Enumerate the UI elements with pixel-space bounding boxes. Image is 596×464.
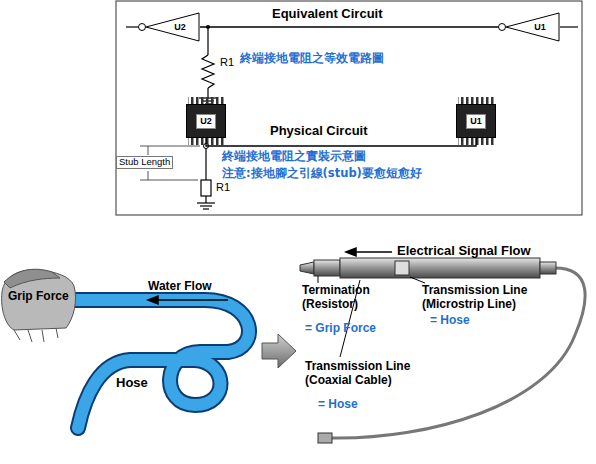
signal-flow-arrow xyxy=(346,248,356,256)
water-flow-arrow xyxy=(148,296,228,304)
signal-flow-arrow xyxy=(355,251,392,253)
probe xyxy=(340,258,540,278)
stub-length-bracket xyxy=(140,180,198,181)
physical-stub xyxy=(197,146,215,209)
probe xyxy=(300,258,585,443)
gate-label: U1 xyxy=(512,23,546,32)
resistor-symbol xyxy=(201,180,211,196)
note-text: 終端接地電阻之實裝示意圖 xyxy=(222,150,366,163)
probe xyxy=(318,433,332,443)
section-title: Equivalent Circuit xyxy=(272,7,383,22)
hose xyxy=(50,300,249,428)
probe xyxy=(300,262,314,274)
physical-stub xyxy=(203,208,209,209)
equivalent-wires xyxy=(126,26,138,27)
gate-label: U1 xyxy=(466,114,486,129)
signal-wire xyxy=(206,138,476,146)
inverter-gate: U2 xyxy=(138,12,200,42)
probe xyxy=(410,277,425,283)
equivalent-wires xyxy=(207,27,208,55)
part-label: Termination (Resistor) xyxy=(302,284,390,312)
analogy-label: Grip Force xyxy=(8,290,69,304)
inverter-gate: U1 xyxy=(498,12,560,42)
note-text: 終端接地電阻之等效電路圖 xyxy=(240,52,384,65)
inverter-triangle xyxy=(146,13,199,41)
chip-pins xyxy=(458,97,494,104)
gripping-hand xyxy=(14,328,58,342)
section-title: Physical Circuit xyxy=(270,124,368,139)
signal-wire xyxy=(200,27,498,28)
probe xyxy=(318,276,319,283)
resistor-symbol xyxy=(202,55,214,88)
physical-stub xyxy=(205,196,206,203)
wire-path xyxy=(200,26,498,27)
flow-label: Water Flow xyxy=(148,280,212,294)
probe xyxy=(540,262,556,274)
stub-length-bracket xyxy=(140,146,200,147)
physical-stub xyxy=(205,146,206,180)
gripping-hand xyxy=(4,269,60,288)
dimension-label: Stub Length xyxy=(116,156,173,169)
probe xyxy=(314,260,340,276)
analogy-label: = Grip Force xyxy=(305,322,376,336)
flow-label: Electrical Signal Flow xyxy=(397,244,531,259)
hose xyxy=(50,300,249,428)
gripping-hand xyxy=(2,270,76,330)
part-label: Transmission Line (Microstrip Line) xyxy=(422,284,552,312)
water-flow-arrow xyxy=(156,299,228,301)
equivalent-wires xyxy=(560,26,578,27)
part-label: Transmission Line (Coaxial Cable) xyxy=(305,360,435,388)
stub-length-bracket xyxy=(148,146,149,155)
big-arrow xyxy=(262,334,296,368)
chip-pins xyxy=(188,97,494,145)
inverter-outline xyxy=(498,12,560,42)
hose xyxy=(50,300,249,428)
signal-flow-arrow xyxy=(346,248,392,256)
gate-label: U2 xyxy=(152,23,186,32)
chip-pins xyxy=(188,97,224,104)
probe xyxy=(395,261,409,275)
analogy-label: = Hose xyxy=(430,314,470,328)
water-flow-arrow xyxy=(148,296,158,304)
inverter-outline xyxy=(138,12,200,42)
gripping-hand xyxy=(2,269,76,342)
analogy-label: = Hose xyxy=(318,398,358,412)
equivalent-wires xyxy=(207,88,208,98)
stub-length-bracket xyxy=(148,171,149,180)
wire-path xyxy=(206,138,476,146)
component-label: R1 xyxy=(220,56,234,69)
gate-label: U2 xyxy=(196,114,216,129)
component-label: R1 xyxy=(216,181,230,194)
physical-stub xyxy=(200,205,212,206)
physical-stub xyxy=(197,202,215,203)
analogy-label: Hose xyxy=(116,376,148,391)
ic-chip: U1 xyxy=(456,104,496,138)
frame xyxy=(116,1,582,215)
inverter-triangle xyxy=(506,13,559,41)
note-text: 注意:接地腳之引線(stub)要愈短愈好 xyxy=(222,167,422,180)
ic-chip: U2 xyxy=(186,104,226,138)
